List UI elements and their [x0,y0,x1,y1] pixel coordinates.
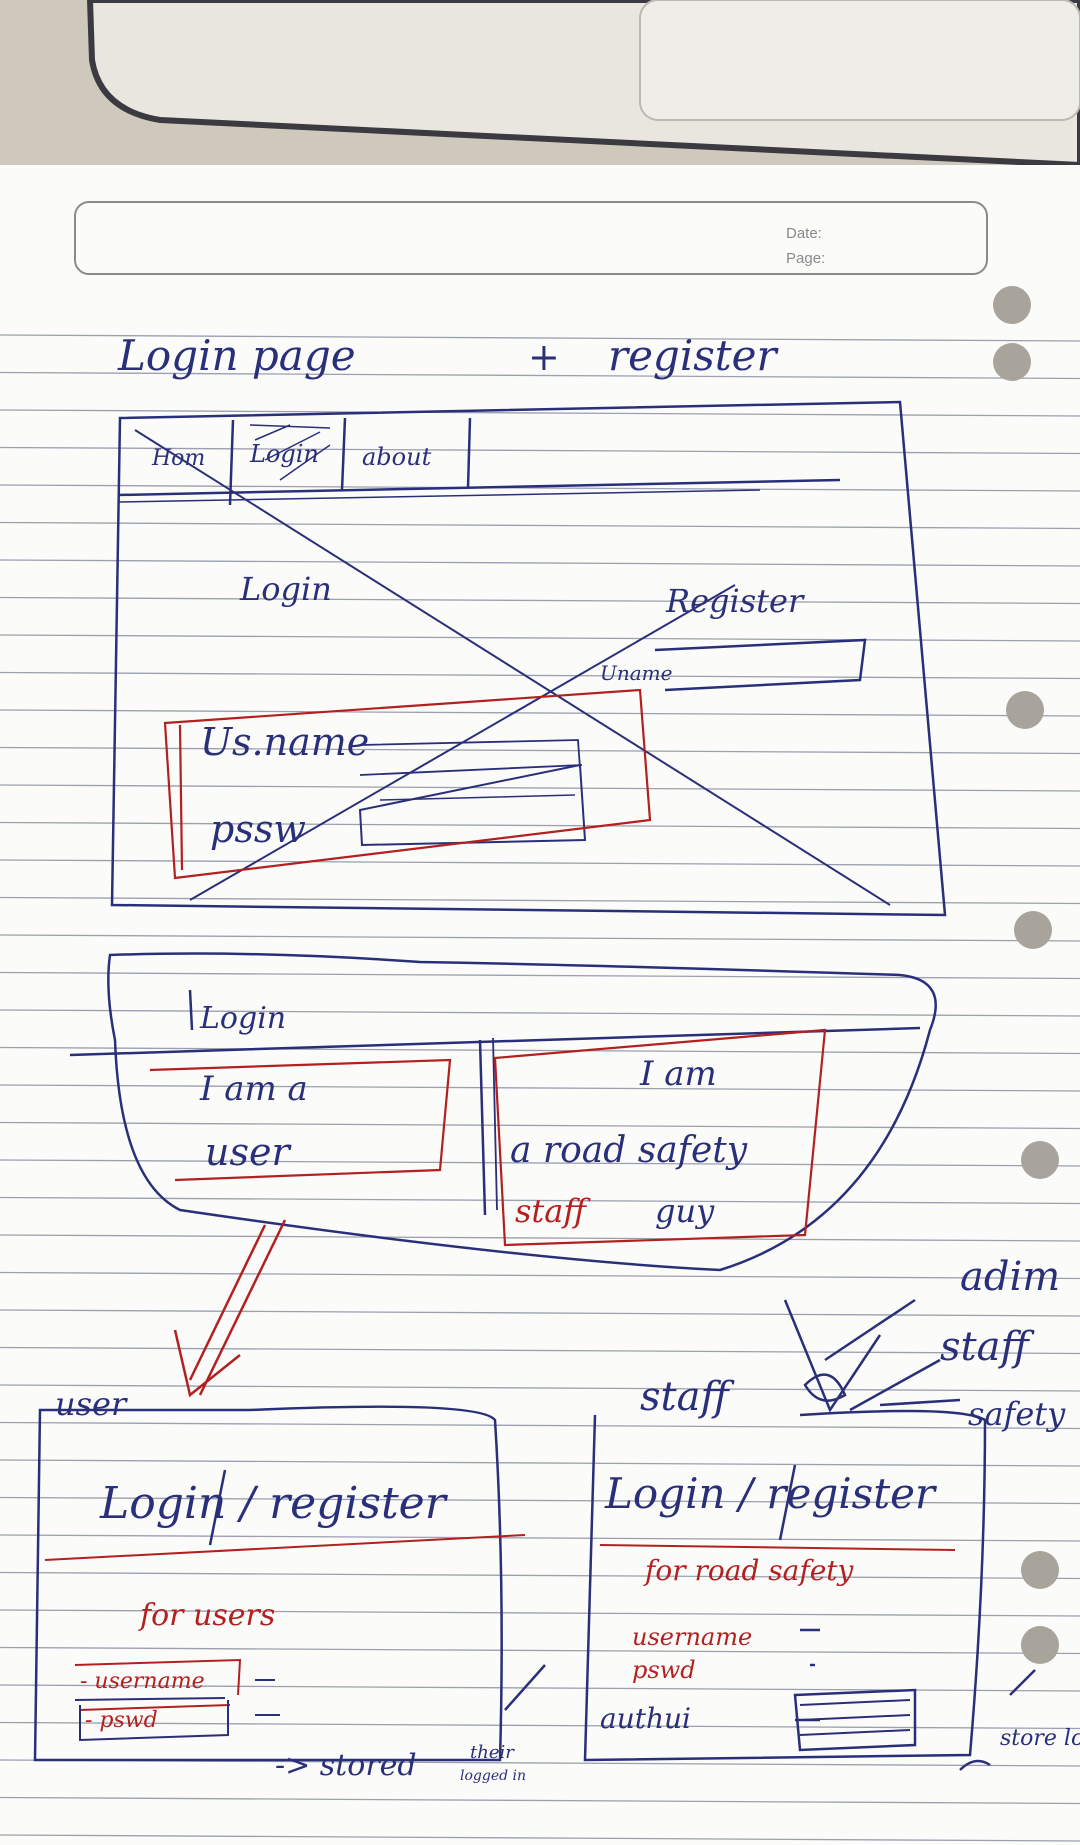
staff-sketch-note: store login [1000,1726,1080,1751]
staff-option-line2: a road safety [510,1130,748,1171]
ruled-line [0,334,1080,342]
ruled-line [0,859,1080,867]
staff-option-line4: guy [655,1192,715,1230]
staff-sketch-title: Login / register [604,1469,938,1518]
ruled-line [0,521,1080,530]
arrow-to-user [173,1219,287,1398]
ruled-line [0,1121,1080,1130]
sketch-user-type [69,952,937,1272]
paper-sheet [0,165,1080,1845]
user-sketch-heading: user [55,1385,128,1423]
sketch1-login-heading: Login [239,570,332,608]
ruled-line [0,1009,1080,1017]
laptop-image [0,0,1080,175]
ruled-line [0,1609,1080,1617]
user-login-sketch [33,1405,546,1762]
ruled-line [0,1459,1080,1467]
ruled-line [0,1234,1080,1242]
ruled-line [0,1046,1080,1055]
user-option-line1: I am a [199,1069,308,1109]
staff-field-password: pswd [632,1656,696,1684]
ruled-line [0,1496,1080,1505]
user-sketch-title: Login / register [99,1478,449,1529]
ruled-line [0,371,1080,380]
user-sketch-subtitle: for users [138,1598,275,1633]
tab-home: Hom [151,446,205,471]
staff-choice-admin: adim [960,1254,1060,1300]
ruled-line [0,1421,1080,1430]
staff-choice-safety: safety [968,1395,1066,1433]
ruled-line [0,1084,1080,1092]
ruled-line [0,484,1080,492]
ruled-line [0,1384,1080,1392]
ruled-line [0,1646,1080,1655]
staff-option-line3: staff [515,1192,591,1230]
user-sketch-note: -> stored [275,1748,417,1783]
title-plus: + [528,335,560,379]
ruled-line [0,1571,1080,1580]
ruled-line [0,1309,1080,1317]
ruled-line [0,709,1080,717]
date-label: Date: [786,225,822,242]
ruled-line [0,1271,1080,1280]
sketch1-username-label: Us.name [200,720,369,764]
sketch2-red-boxes [149,1028,827,1247]
tab-about: about [362,443,432,471]
user-field-password: - pswd [85,1708,158,1733]
user-field-username: - username [80,1669,205,1694]
sketch1-register-heading: Register [665,582,805,620]
sketch1-password-label: pssw [210,807,306,851]
page-title: Login page + register [117,331,780,380]
staff-login-sketch [583,1298,1036,1771]
ruled-line [0,446,1080,455]
page-label: Page: [786,250,825,267]
ruled-line [0,821,1080,830]
ruled-line [0,559,1080,567]
punch-holes [993,286,1059,1664]
ruled-line [0,596,1080,605]
sketch1-name-label: Uname [600,661,672,685]
user-option-line2: user [205,1130,292,1174]
tab-login: Login [249,440,319,468]
ruled-line [0,1796,1080,1805]
ruled-line [0,671,1080,680]
title-register: register [608,331,780,380]
title-login-page: Login page [117,331,356,380]
ruled-line [0,934,1080,942]
header-box: Date: Page: [74,201,988,275]
staff-sketch-underline [599,1544,956,1551]
staff-sketch-heading: staff [640,1374,735,1420]
ruled-line [0,1159,1080,1167]
sketch-login-wireframe [110,400,947,917]
user-sketch-red [44,1534,526,1711]
sketch1-red-box [163,688,652,880]
ruled-line [0,1834,1080,1842]
staff-field-username: username [632,1623,752,1651]
staff-field-auth: authui [600,1702,691,1735]
ruled-line [0,896,1080,905]
staff-choice-staff: staff [940,1324,1035,1370]
user-sketch-note2-line1: their [470,1742,515,1763]
ruled-line [0,971,1080,980]
user-sketch-field-brackets [74,1679,280,1742]
staff-option-line1: I am [639,1054,717,1094]
ruled-line [0,1721,1080,1730]
user-sketch-note2-line2: logged in [460,1768,526,1784]
ruled-lines [0,334,1080,1842]
ruled-line [0,634,1080,642]
ruled-line [0,1534,1080,1542]
staff-sketch-subtitle: for road safety [643,1554,855,1587]
sketch2-title: Login [199,1001,286,1036]
ruled-line [0,1196,1080,1205]
